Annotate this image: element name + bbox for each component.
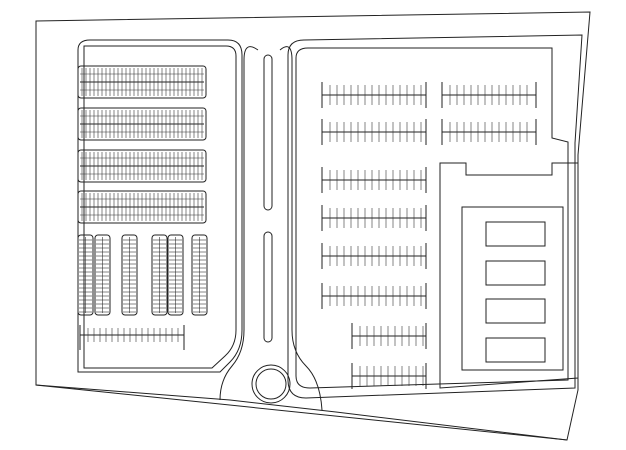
stall-block-outline [94, 234, 111, 316]
top-stall-row [321, 119, 427, 145]
horizontal-stall-block [77, 149, 207, 183]
central-stall-row [321, 167, 427, 193]
entry-lane-east [279, 46, 323, 411]
stall-block-outline [77, 107, 207, 141]
top-stall-row [441, 119, 537, 145]
right-parking-field [321, 82, 537, 389]
stall-block-outline [121, 234, 138, 316]
building-footprint [461, 206, 564, 371]
stall-block-outline [191, 234, 208, 316]
left-field-outline [77, 39, 243, 373]
building-module [485, 298, 546, 324]
building-pad-outline [439, 162, 579, 389]
stall-block-outline [77, 234, 94, 316]
stall-block-outline [77, 149, 207, 183]
top-stall-row [321, 82, 427, 108]
horizontal-stall-block [77, 107, 207, 141]
vertical-stall-block [77, 234, 94, 316]
roundabout [255, 368, 287, 400]
median-north [263, 54, 273, 211]
vertical-stall-block [94, 234, 111, 316]
central-stall-row [321, 205, 427, 231]
building-module [485, 260, 546, 286]
median-south [263, 231, 273, 343]
horizontal-stall-block [77, 190, 207, 224]
bottom-stall-row [79, 325, 185, 350]
building-module [485, 337, 546, 363]
left-field-inner-curb [83, 45, 237, 369]
right-field-outline [287, 34, 583, 399]
building-modules [485, 221, 546, 363]
stall-block-outline [77, 65, 207, 99]
stall-block-outline [151, 234, 168, 316]
left-parking-field [77, 65, 208, 350]
vertical-stall-block [167, 234, 184, 316]
right-field-inner-curb [295, 47, 569, 389]
building-module [485, 221, 546, 247]
horizontal-stall-block [77, 65, 207, 99]
top-stall-row [441, 82, 537, 108]
central-stall-row [321, 243, 427, 269]
stall-block-outline [77, 190, 207, 224]
vertical-stall-block [121, 234, 138, 316]
south-road-edge [35, 384, 568, 441]
entry-lane-west [219, 46, 259, 401]
vertical-stall-block [151, 234, 168, 316]
roundabout-outer [251, 364, 291, 404]
stall-block-outline [167, 234, 184, 316]
central-stall-row [321, 283, 427, 309]
lower-stall-row [351, 363, 427, 389]
vertical-stall-block [191, 234, 208, 316]
lower-stall-row [351, 323, 427, 349]
